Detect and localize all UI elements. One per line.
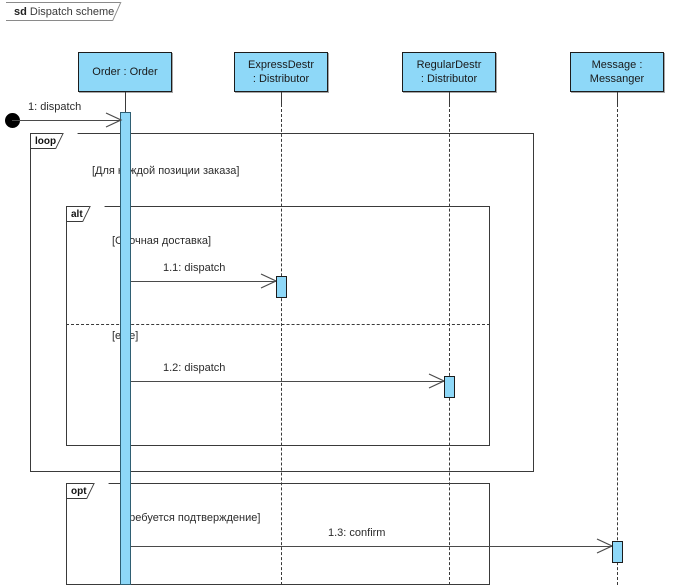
lifeline-head-regulardestr[interactable]: RegularDestr : Distributor — [402, 52, 496, 92]
message-1-line[interactable] — [12, 120, 120, 121]
activation-bar-expressdestr[interactable] — [276, 276, 287, 298]
diagram-frame-tab: sd Dispatch scheme — [6, 2, 140, 21]
lifeline-expressdestr-line2: : Distributor — [252, 73, 310, 85]
lifeline-head-messenger[interactable]: Message : Messanger — [570, 52, 664, 92]
message-1-label: 1: dispatch — [28, 101, 82, 113]
message-1-2-label: 1.2: dispatch — [163, 362, 226, 374]
fragment-alt-guard-1: [Срочная доставка] — [112, 235, 212, 247]
lifeline-messenger-line1: Message : — [591, 59, 643, 71]
frame-tab-cut-corner — [112, 2, 140, 21]
fragment-alt-operator-label: alt — [71, 209, 83, 220]
activation-bar-order[interactable] — [120, 112, 131, 585]
message-1-1-label: 1.1: dispatch — [163, 262, 226, 274]
frame-tab-topline — [6, 2, 130, 3]
message-1-3-label: 1.3: confirm — [328, 527, 386, 539]
fragment-alt-operand-divider — [66, 324, 490, 325]
fragment-loop-guard: [Для каждой позиции заказа] — [92, 165, 240, 177]
lifeline-order-line1: Order : Order — [92, 66, 158, 78]
fragment-alt[interactable] — [66, 206, 490, 446]
fragment-opt-operator-tab: opt — [67, 483, 109, 499]
lifeline-messenger-line2: Messanger — [589, 73, 645, 85]
message-1-1-line[interactable] — [131, 281, 276, 282]
lifeline-stem-regulardestr-top — [449, 92, 450, 104]
lifeline-expressdestr-line1: ExpressDestr — [247, 59, 315, 71]
message-1-2-line[interactable] — [131, 381, 444, 382]
lifeline-stem-messenger — [617, 104, 618, 585]
activation-bar-regulardestr[interactable] — [444, 376, 455, 398]
fragment-loop-operator-tab: loop — [31, 133, 78, 149]
lifeline-stem-expressdestr-top — [281, 92, 282, 104]
lifeline-regulardestr-line2: : Distributor — [420, 73, 478, 85]
lifeline-stem-regulardestr — [449, 104, 450, 585]
message-1-3-line[interactable] — [131, 546, 612, 547]
fragment-loop-operator-label: loop — [35, 136, 57, 147]
fragment-loop[interactable] — [30, 133, 534, 472]
message-1-arrowhead — [105, 112, 123, 128]
diagram-title: Dispatch scheme — [29, 6, 115, 18]
lifeline-head-order[interactable]: Order : Order — [78, 52, 172, 92]
diagram-kind-keyword: sd — [14, 6, 27, 18]
activation-bar-messenger[interactable] — [612, 541, 623, 563]
lifeline-regulardestr-line1: RegularDestr — [416, 59, 482, 71]
fragment-opt-guard: [Требуется подтверждение] — [120, 512, 261, 524]
fragment-opt-operator-label: opt — [71, 486, 87, 497]
lifeline-stem-expressdestr — [281, 104, 282, 585]
lifeline-head-expressdestr[interactable]: ExpressDestr : Distributor — [234, 52, 328, 92]
lifeline-stem-order-top — [125, 92, 126, 112]
fragment-alt-operator-tab: alt — [67, 206, 105, 222]
lifeline-stem-messenger-top — [617, 92, 618, 104]
